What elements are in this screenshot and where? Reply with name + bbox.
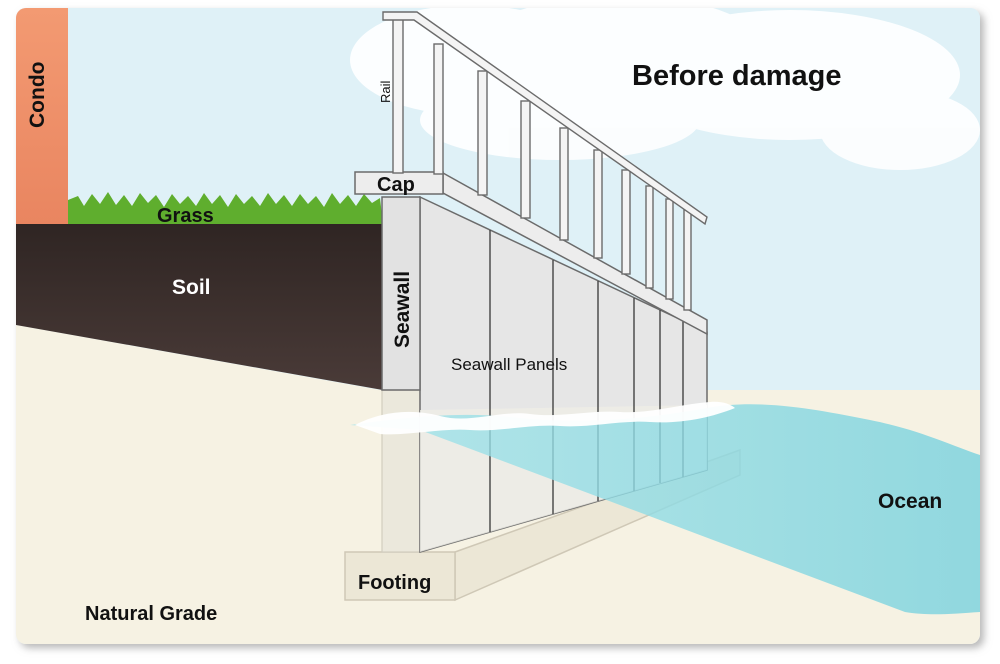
seawall-label: Seawall xyxy=(391,271,414,348)
wave-foam xyxy=(355,401,735,435)
footing-label: Footing xyxy=(358,572,431,594)
ocean-label: Ocean xyxy=(878,490,942,513)
seawall-front-face xyxy=(381,196,421,391)
seawall-cap xyxy=(354,171,708,336)
condo-label: Condo xyxy=(26,62,49,128)
clouds xyxy=(350,8,980,170)
ocean-water xyxy=(350,404,980,615)
soil-label: Soil xyxy=(172,276,211,299)
soil-layer xyxy=(16,224,383,390)
title: Before damage xyxy=(632,60,842,92)
natural-grade-label: Natural Grade xyxy=(85,603,217,625)
grass-strip xyxy=(68,192,383,224)
seawall-panels-label: Seawall Panels xyxy=(451,355,567,374)
grass-label: Grass xyxy=(157,205,214,227)
rail xyxy=(382,11,708,311)
condo-wall xyxy=(16,8,68,226)
rail-label: Rail xyxy=(378,80,393,103)
cap-label: Cap xyxy=(377,174,415,196)
